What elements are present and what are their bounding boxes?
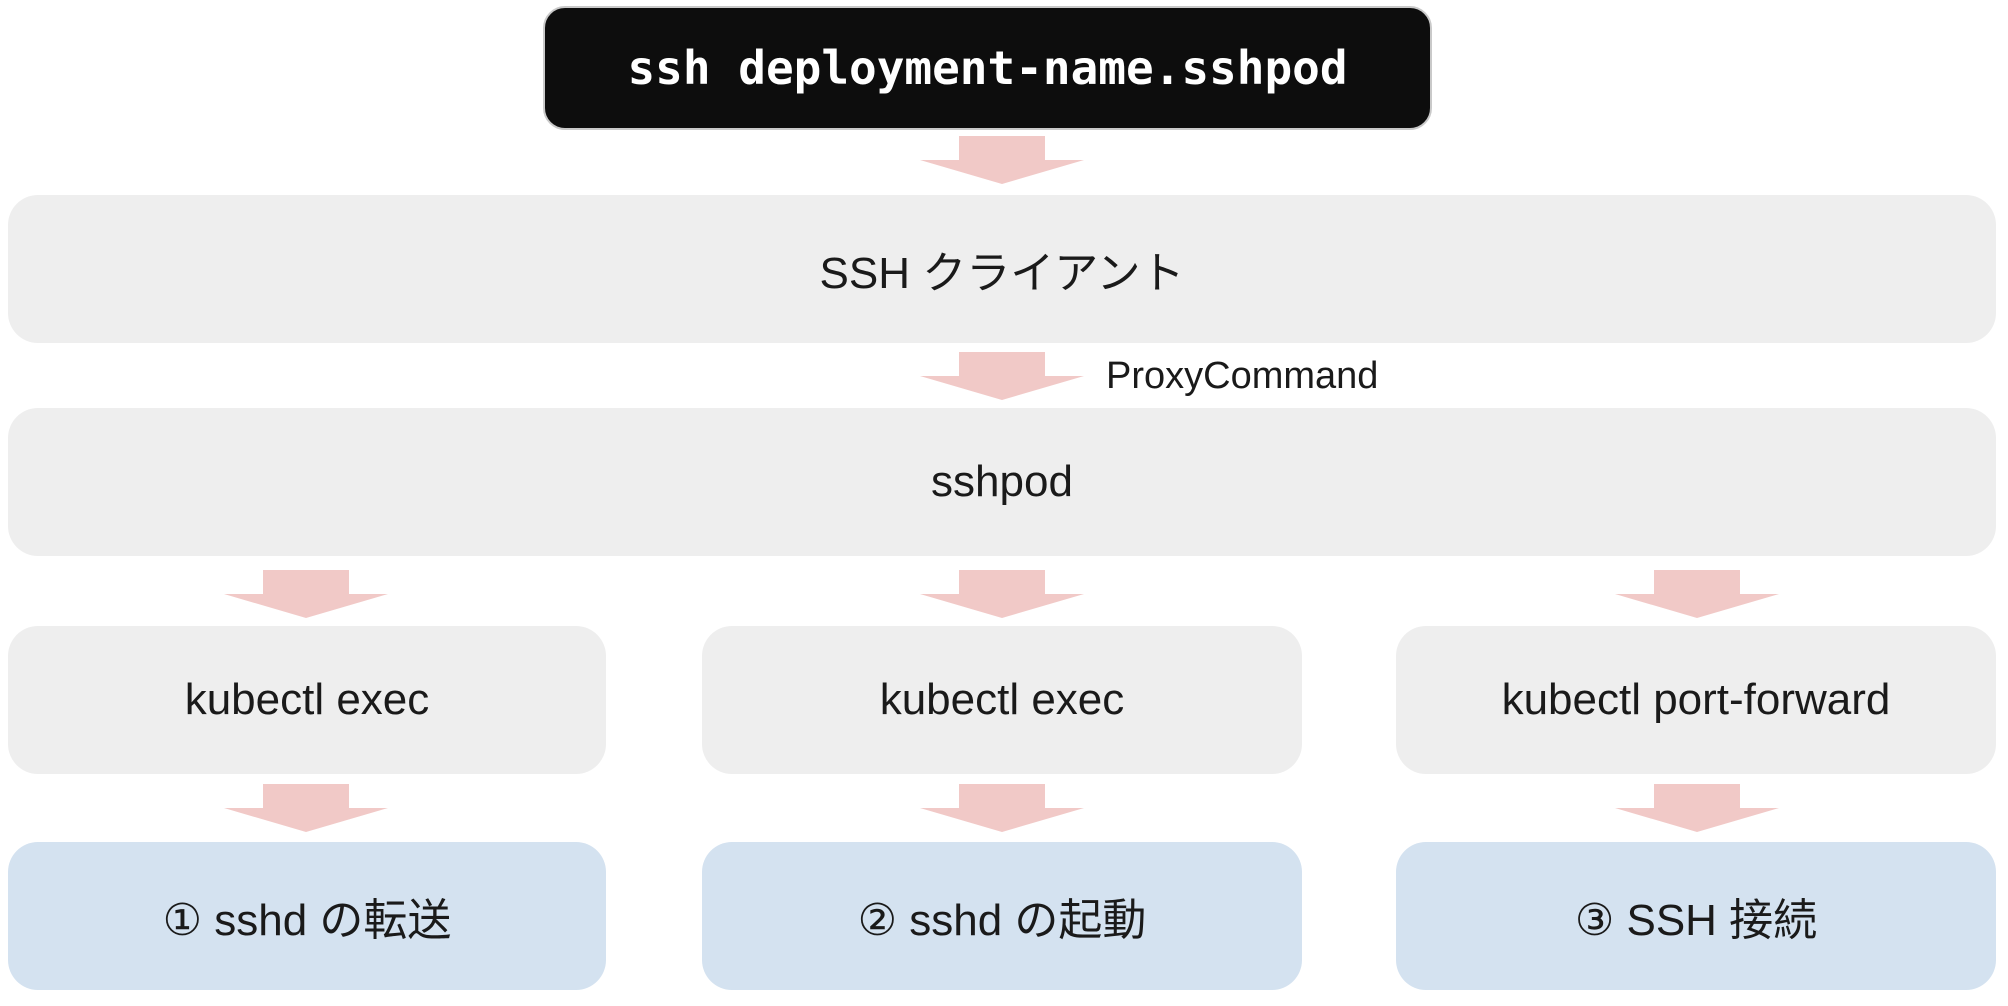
ssh-command-box: ssh deployment-name.sshpod (543, 6, 1432, 130)
proxycommand-label: ProxyCommand (1106, 355, 1379, 397)
node-kubectl-exec-2-label: kubectl exec (879, 675, 1125, 724)
down-arrow-icon (1615, 784, 1779, 832)
node-ssh-client: SSH クライアント (8, 195, 1996, 343)
down-arrow-icon (920, 570, 1084, 618)
node-step1-label: ① sshd の転送 (162, 896, 452, 945)
down-arrow-icon (224, 570, 388, 618)
node-step3-ssh-connect: ③ SSH 接続 (1396, 842, 1996, 990)
node-kubectl-exec-2: kubectl exec (702, 626, 1302, 774)
node-sshpod: sshpod (8, 408, 1996, 556)
down-arrow-icon (920, 784, 1084, 832)
node-kubectl-exec-1: kubectl exec (8, 626, 606, 774)
node-step2-label: ② sshd の起動 (857, 896, 1147, 945)
node-kubectl-port-forward-label: kubectl port-forward (1501, 675, 1891, 724)
down-arrow-icon (920, 352, 1084, 400)
node-step3-label: ③ SSH 接続 (1574, 896, 1818, 945)
down-arrow-icon (224, 784, 388, 832)
ssh-command-text: ssh deployment-name.sshpod (627, 41, 1348, 95)
node-ssh-client-label: SSH クライアント (819, 249, 1185, 298)
node-step1-sshd-transfer: ① sshd の転送 (8, 842, 606, 990)
down-arrow-icon (1615, 570, 1779, 618)
node-kubectl-port-forward: kubectl port-forward (1396, 626, 1996, 774)
down-arrow-icon (920, 136, 1084, 184)
node-step2-sshd-start: ② sshd の起動 (702, 842, 1302, 990)
node-sshpod-label: sshpod (931, 457, 1073, 506)
node-kubectl-exec-1-label: kubectl exec (184, 675, 430, 724)
